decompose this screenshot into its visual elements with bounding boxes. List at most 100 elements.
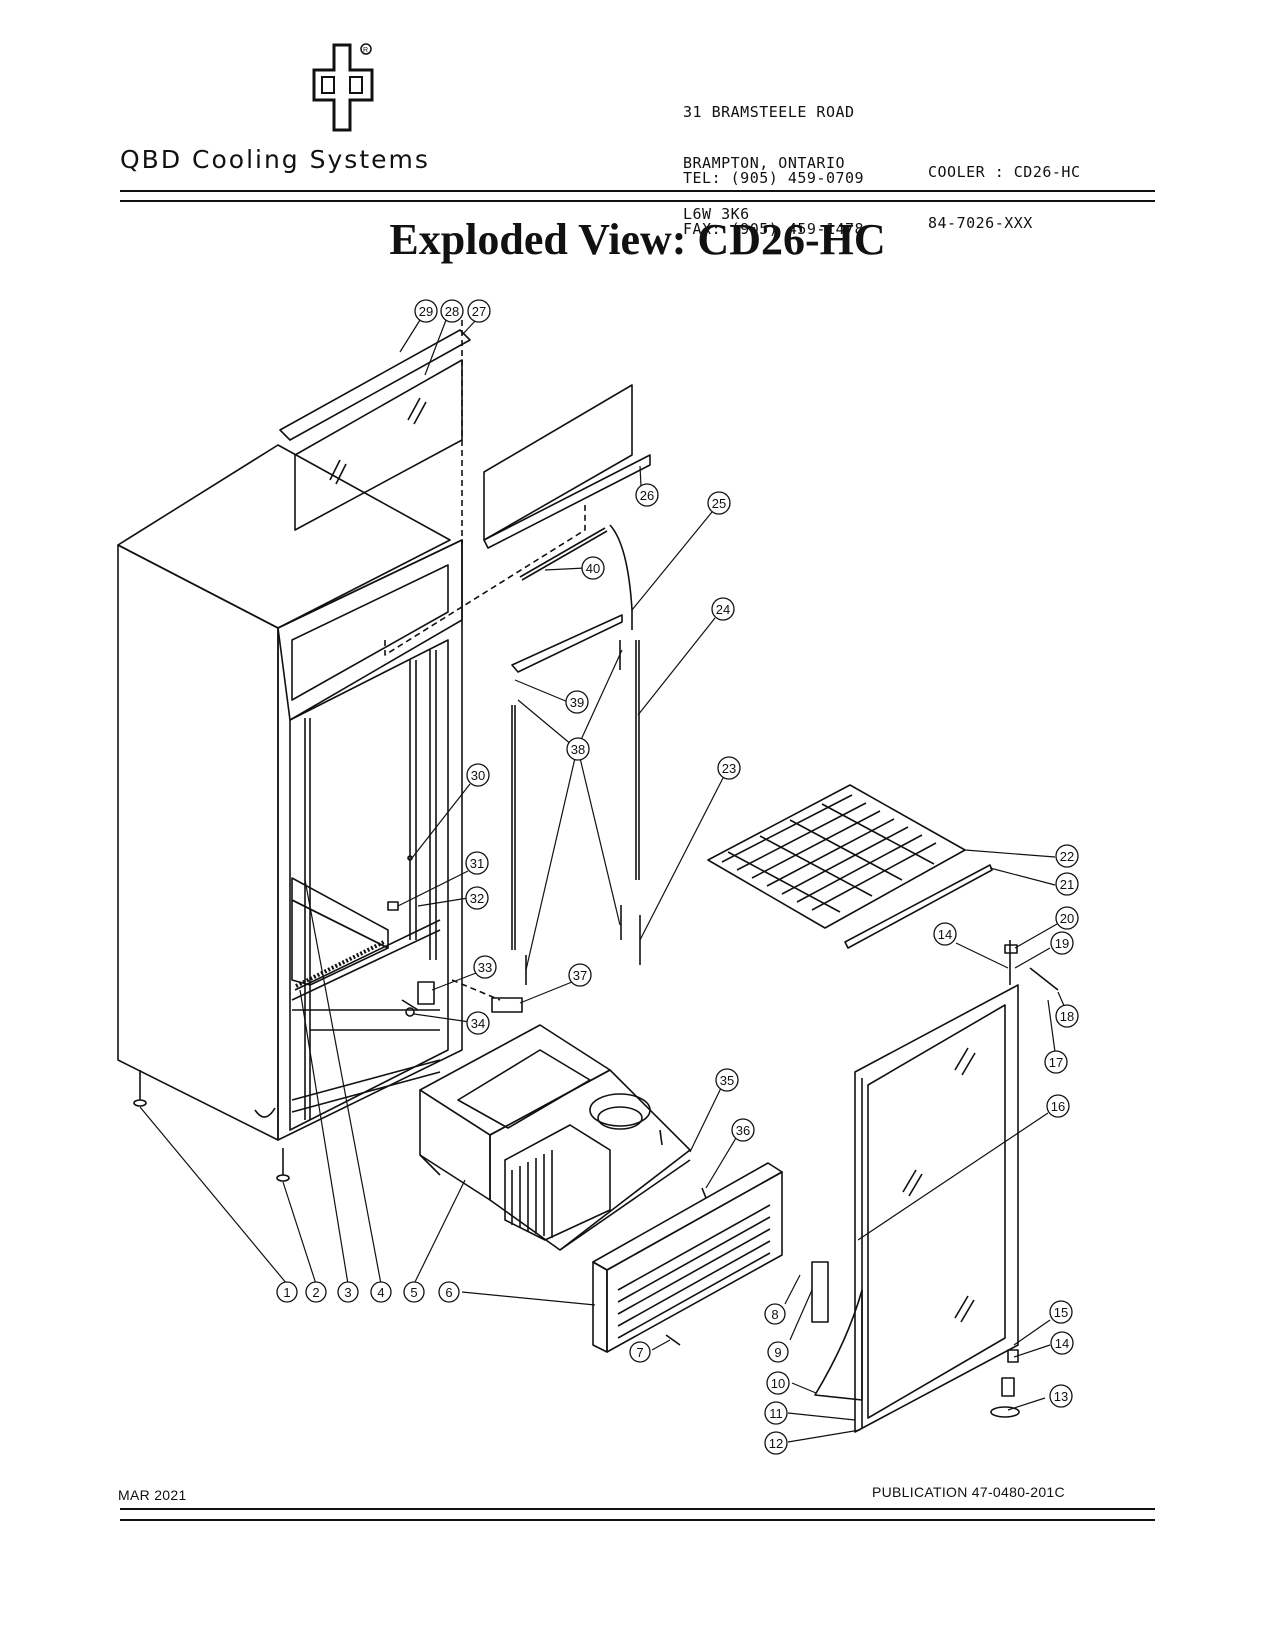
svg-text:13: 13 — [1054, 1389, 1068, 1404]
callout-12: 12 — [764, 1431, 788, 1455]
svg-text:7: 7 — [636, 1345, 643, 1360]
part-number: 84-7026-XXX — [928, 214, 1033, 232]
fax: FAX: (905) 459-1478 — [683, 220, 865, 238]
callout-21: 21 — [1055, 872, 1079, 896]
callout-33: 33 — [473, 955, 497, 979]
callout-32: 32 — [465, 886, 489, 910]
callout-13: 13 — [1049, 1384, 1073, 1408]
callout-9: 9 — [767, 1341, 789, 1363]
rear-panel — [483, 384, 651, 549]
svg-text:12: 12 — [769, 1436, 783, 1451]
company-logo: R — [310, 40, 380, 135]
svg-text:30: 30 — [471, 768, 485, 783]
address-line: L6W 3K6 — [683, 205, 750, 223]
svg-text:28: 28 — [445, 304, 459, 319]
callout-22: 22 — [1055, 844, 1079, 868]
callout-16: 16 — [1046, 1094, 1070, 1118]
callout-27: 27 — [467, 299, 491, 323]
svg-text:32: 32 — [470, 891, 484, 906]
callout-6: 6 — [438, 1281, 460, 1303]
svg-text:20: 20 — [1060, 911, 1074, 926]
svg-text:24: 24 — [716, 602, 730, 617]
callout-29: 29 — [414, 299, 438, 323]
svg-text:21: 21 — [1060, 877, 1074, 892]
callout-24: 24 — [711, 597, 735, 621]
leader-lines — [139, 319, 1066, 1443]
svg-text:18: 18 — [1060, 1009, 1074, 1024]
header-rule-bottom — [120, 200, 1155, 202]
top-sign-panel — [279, 329, 471, 531]
svg-text:19: 19 — [1055, 936, 1069, 951]
svg-text:4: 4 — [377, 1285, 384, 1300]
svg-text:6: 6 — [445, 1285, 452, 1300]
address-line: BRAMPTON, ONTARIO — [683, 154, 846, 172]
qbd-cross-logo-icon: R — [312, 43, 374, 132]
callout-2: 2 — [305, 1281, 327, 1303]
callout-26: 26 — [635, 483, 659, 507]
callout-20: 20 — [1055, 906, 1079, 930]
cabinet — [117, 320, 586, 1182]
callout-11: 11 — [764, 1401, 788, 1425]
callout-35: 35 — [715, 1068, 739, 1092]
glass-door — [811, 940, 1059, 1433]
svg-text:3: 3 — [344, 1285, 351, 1300]
footer-rule-top — [120, 1508, 1155, 1510]
door-frame-rails — [491, 524, 641, 1013]
callout-14b: 14 — [933, 922, 957, 946]
svg-text:11: 11 — [769, 1406, 783, 1421]
callout-30: 30 — [466, 763, 490, 787]
callout-28: 28 — [440, 299, 464, 323]
svg-text:38: 38 — [571, 742, 585, 757]
footer-date: MAR 2021 — [118, 1487, 187, 1503]
callout-23: 23 — [717, 756, 741, 780]
model-line: COOLER : CD26-HC — [928, 163, 1081, 181]
svg-text:29: 29 — [419, 304, 433, 319]
svg-text:15: 15 — [1054, 1305, 1068, 1320]
svg-text:33: 33 — [478, 960, 492, 975]
svg-text:37: 37 — [573, 968, 587, 983]
svg-text:39: 39 — [570, 695, 584, 710]
callout-7: 7 — [629, 1341, 651, 1363]
header-rule-top — [120, 190, 1155, 192]
callout-19: 19 — [1050, 931, 1074, 955]
svg-text:1: 1 — [283, 1285, 290, 1300]
svg-text:17: 17 — [1049, 1055, 1063, 1070]
svg-text:R: R — [363, 47, 368, 54]
callout-37: 37 — [568, 963, 592, 987]
callout-14: 14 — [1050, 1331, 1074, 1355]
svg-text:26: 26 — [640, 488, 654, 503]
callout-31: 31 — [465, 851, 489, 875]
footer-publication: PUBLICATION 47-0480-201C — [872, 1484, 1065, 1500]
svg-text:9: 9 — [774, 1345, 781, 1360]
callout-1: 1 — [276, 1281, 298, 1303]
callout-5: 5 — [403, 1281, 425, 1303]
svg-text:10: 10 — [771, 1376, 785, 1391]
callout-4: 4 — [370, 1281, 392, 1303]
svg-text:14: 14 — [938, 927, 952, 942]
svg-text:25: 25 — [712, 496, 726, 511]
company-name: QBD Cooling Systems — [120, 145, 430, 174]
svg-text:36: 36 — [736, 1123, 750, 1138]
callout-3: 3 — [337, 1281, 359, 1303]
callout-18: 18 — [1055, 1004, 1079, 1028]
callout-39: 39 — [565, 690, 589, 714]
svg-text:34: 34 — [471, 1016, 485, 1031]
model-block: COOLER : CD26-HC 84-7026-XXX — [928, 130, 1081, 249]
refrigeration-unit — [419, 1024, 691, 1251]
address-line: 31 BRAMSTEELE ROAD — [683, 103, 855, 121]
svg-text:2: 2 — [312, 1285, 319, 1300]
callout-40: 40 — [581, 556, 605, 580]
callout-36: 36 — [731, 1118, 755, 1142]
footer-rule-bottom — [120, 1519, 1155, 1521]
callout-25: 25 — [707, 491, 731, 515]
svg-text:8: 8 — [771, 1307, 778, 1322]
callout-8: 8 — [764, 1303, 786, 1325]
telephone: TEL: (905) 459-0709 — [683, 169, 865, 187]
svg-text:35: 35 — [720, 1073, 734, 1088]
callout-15: 15 — [1049, 1300, 1073, 1324]
callout-38: 38 — [566, 737, 590, 761]
svg-text:27: 27 — [472, 304, 486, 319]
page-title: Exploded View: CD26-HC — [389, 215, 886, 264]
front-grille — [592, 1162, 783, 1353]
address-block: 31 BRAMSTEELE ROAD BRAMPTON, ONTARIO L6W… — [683, 70, 855, 240]
